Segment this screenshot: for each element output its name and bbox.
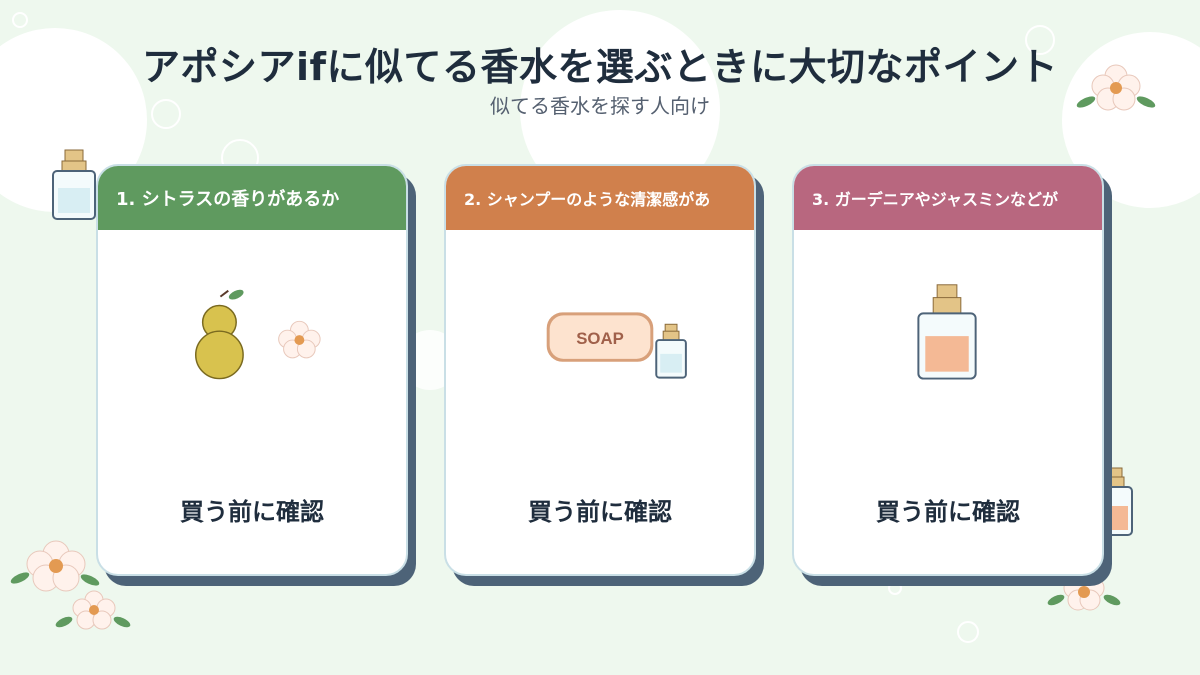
card-header: 1. シトラスの香りがあるか [98, 166, 406, 230]
card-header: 3. ガーデニアやジャスミンなどが [794, 166, 1102, 230]
soap-bar-icon: SOAP [546, 312, 654, 362]
soap-label: SOAP [576, 329, 624, 348]
point-card-1: 1. シトラスの香りがあるか 買う前に確認 [96, 164, 408, 576]
card-footer: 買う前に確認 [528, 498, 672, 526]
perfume-bottle-icon [655, 323, 687, 379]
perfume-bottle-icon [917, 284, 977, 380]
page-subtitle: 似てる香水を探す人向け [490, 94, 710, 118]
citrus-fruit-icon [194, 289, 244, 380]
flower-icon [278, 320, 321, 359]
flower-icon [55, 590, 131, 630]
card-illustration: SOAP [546, 312, 687, 379]
page-title: アポシアifに似てる香水を選ぶときに大切なポイント [141, 45, 1059, 89]
card-footer: 買う前に確認 [876, 498, 1020, 526]
flower-icon [1076, 64, 1156, 111]
card-illustration [917, 284, 977, 380]
point-card-3: 3. ガーデニアやジャスミンなどが 買う前に確認 [792, 164, 1104, 576]
flower-icon [10, 540, 100, 592]
card-illustration [194, 289, 321, 380]
flower-icon [1047, 577, 1121, 611]
card-footer: 買う前に確認 [180, 498, 324, 526]
card-header: 2. シャンプーのような清潔感があ [446, 166, 754, 230]
point-card-2: 2. シャンプーのような清潔感があ SOAP 買う前に確認 [444, 164, 756, 576]
perfume-bottle-icon [52, 149, 96, 220]
